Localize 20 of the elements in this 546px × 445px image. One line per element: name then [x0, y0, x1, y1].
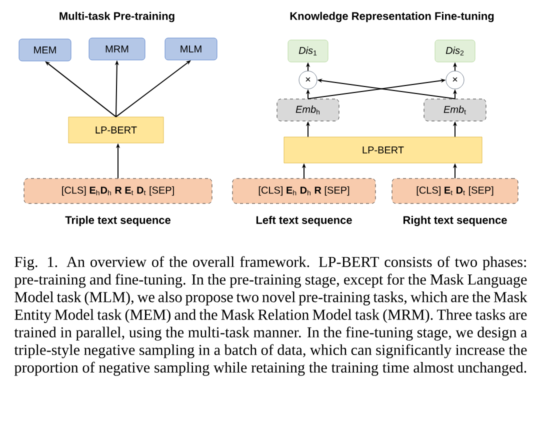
node-caption: Triple text sequence [65, 216, 170, 226]
task-box: MEM [18, 38, 72, 62]
input-sequence-box: [CLS] E$_{t}$ D$_{t}$ [SEP] [392, 178, 518, 204]
embedding-box: Emb$_{t}$ [424, 98, 486, 122]
task-box: MRM [88, 38, 146, 60]
node-caption: Right text sequence [403, 216, 507, 226]
input-sequence-box: [CLS] E$_{h}$ D$_{h}$ R [SEP] [232, 178, 376, 204]
task-box: MLM [164, 38, 218, 60]
encoder-box: LP-BERT [68, 116, 164, 144]
output-box: Dis$_{2}$ [434, 40, 476, 62]
arrow [116, 60, 191, 118]
input-sequence-box: [CLS] E$_{h}$D$_{h}$ R E$_{t}$ D$_{t}$ [SEP] [24, 178, 212, 204]
figure-caption: Fig. 1. An overview of the overall framework. LP-BERT consists of two phases: pre-training and fine-tuning. In the pre-training stage, except for the Mask Language Model task (MLM), we also propose two novel pre-training tasks, which are the Mask Entity Model task (MEM) and the Mask Relation Model task (MRM). Three tasks are trained in parallel, using the multi-task manner. In the fine-tuning stage, we design a triple-style negative sampling in a batch of data, which can significantly increase the proportion of negative sampling while retaining the training time almost unchanged. [14, 256, 528, 376]
section-heading: Knowledge Representation Fine-tuning [290, 12, 494, 22]
node-caption: Left text sequence [256, 216, 352, 226]
arrow [45, 61, 116, 118]
encoder-box: LP-BERT [284, 136, 482, 164]
section-heading: Multi-task Pre-training [60, 12, 174, 22]
output-box: Dis$_{1}$ [288, 40, 328, 62]
embedding-box: Emb$_{h}$ [276, 98, 340, 122]
